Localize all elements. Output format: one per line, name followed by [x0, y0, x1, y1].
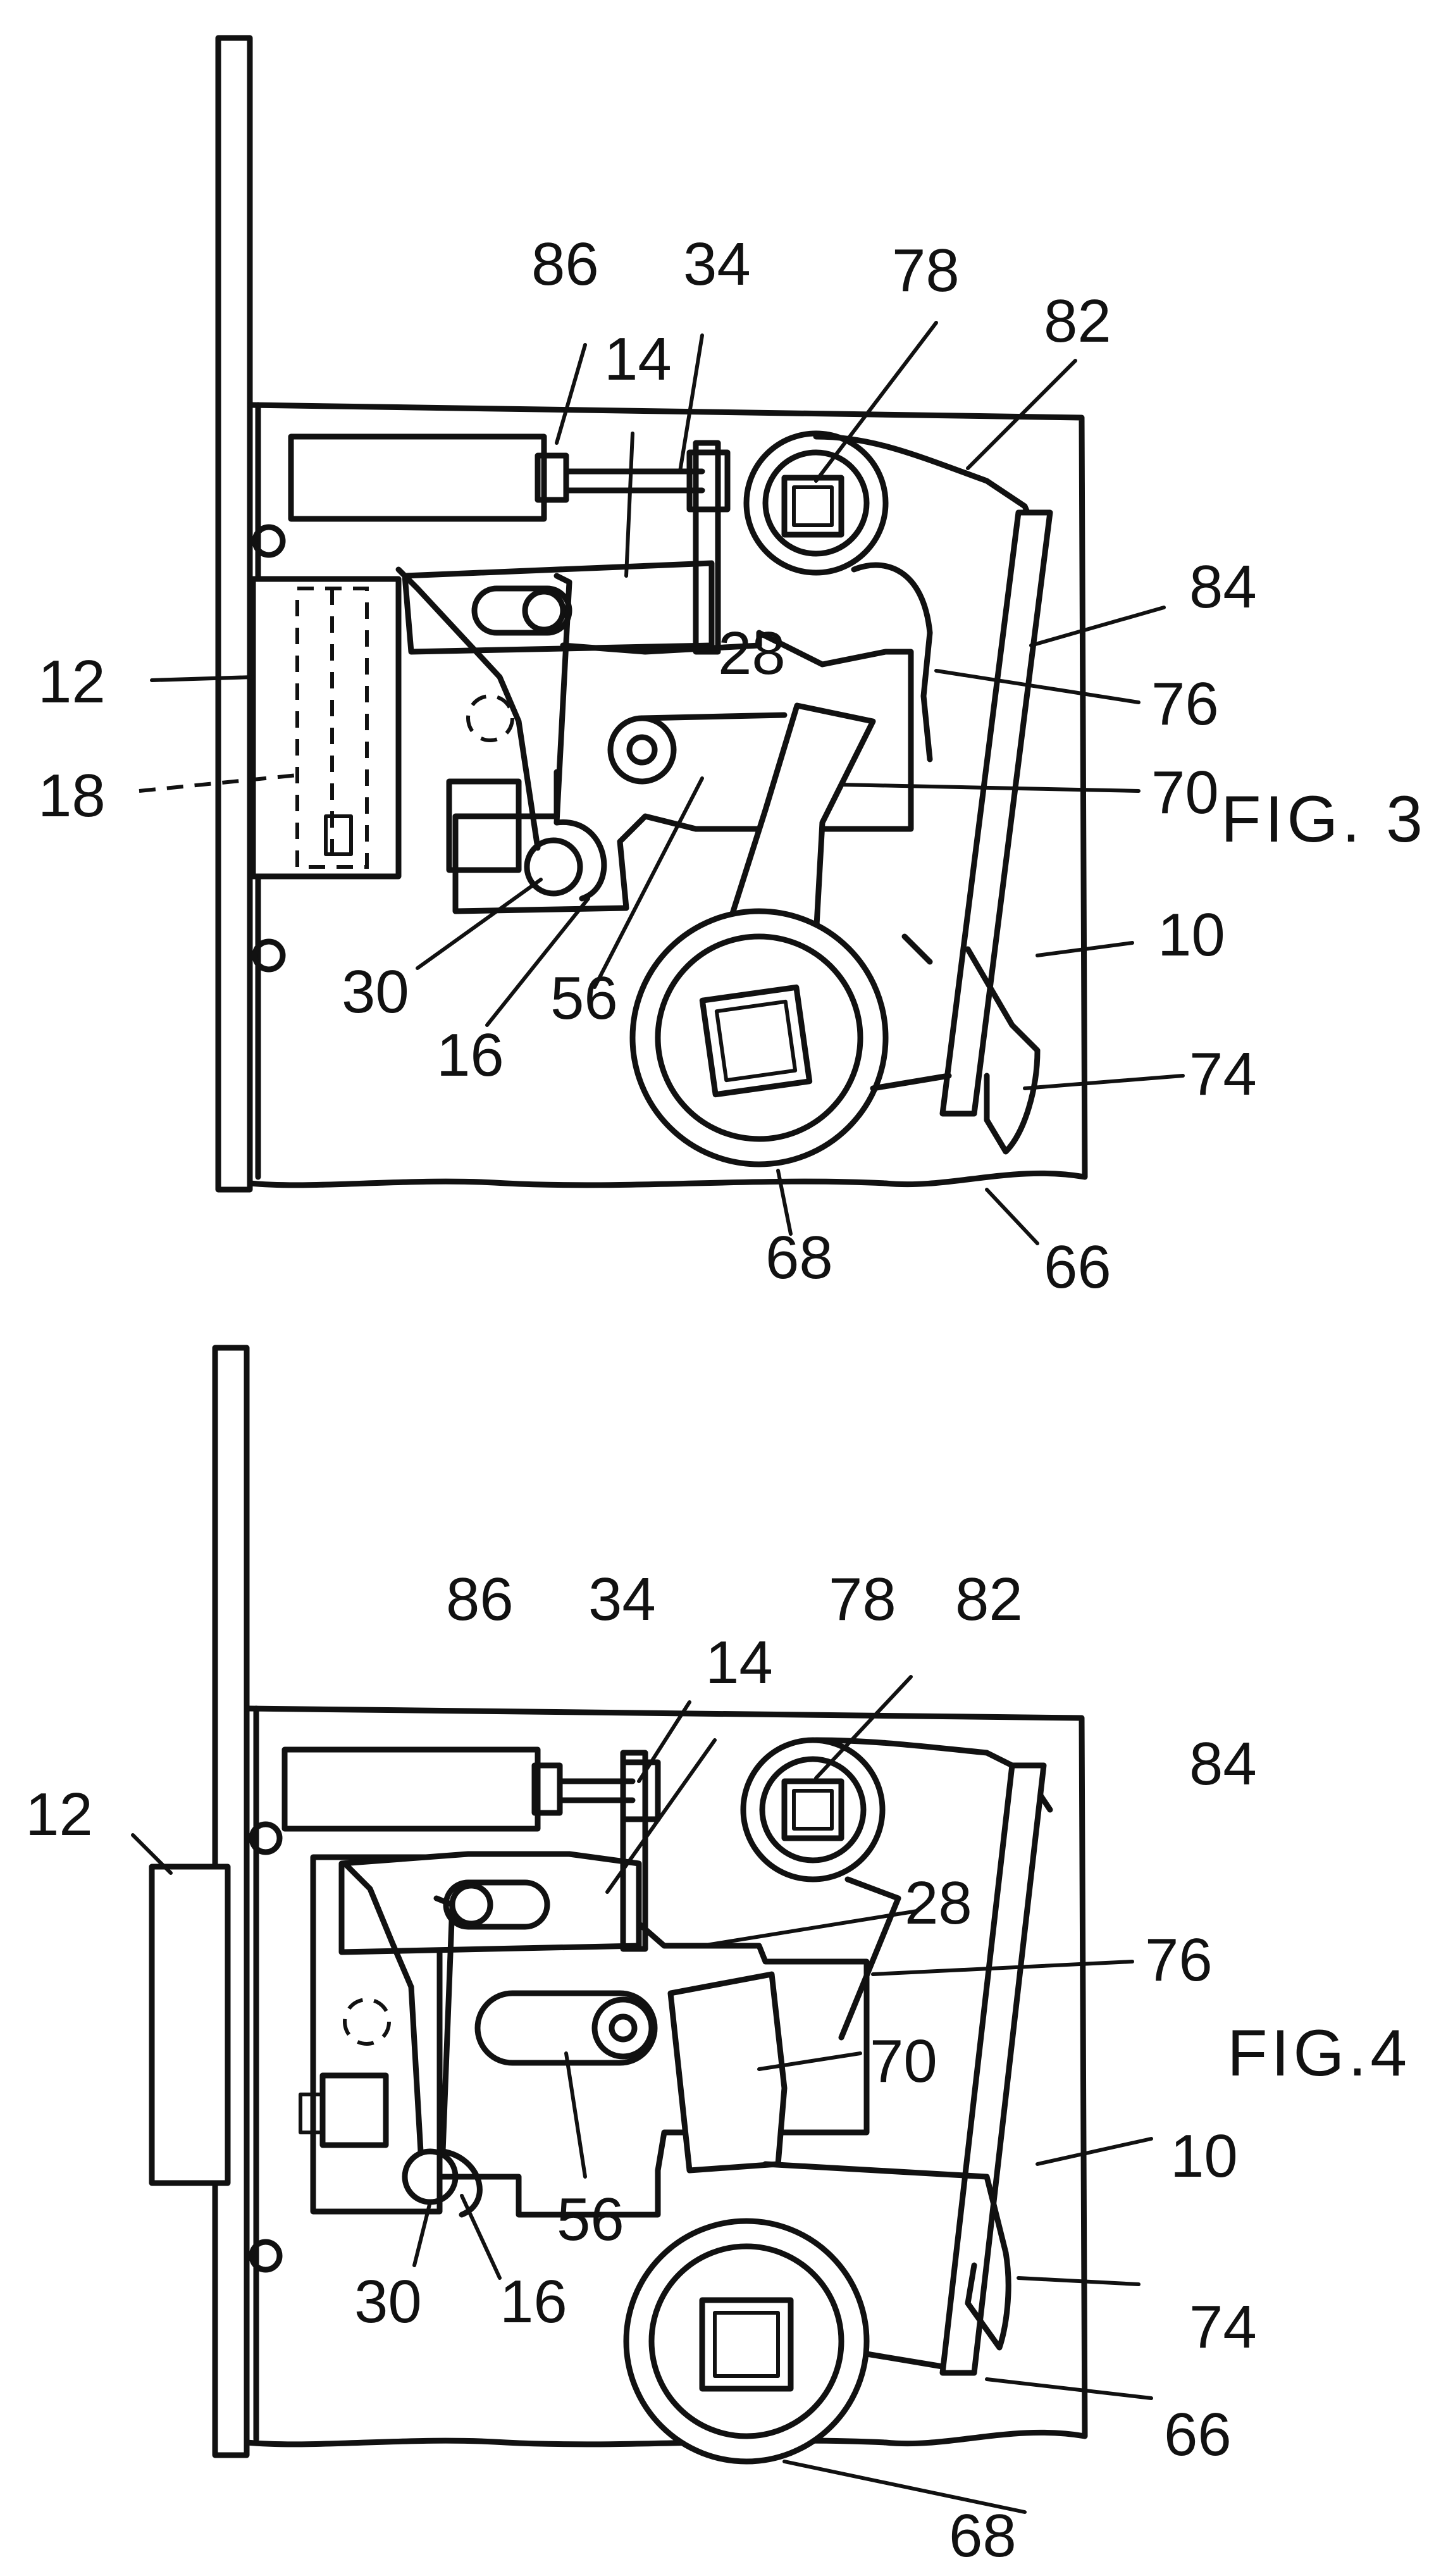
roller: [595, 2000, 652, 2056]
roller-hub: [629, 737, 655, 762]
fig3-label: 10: [1158, 901, 1225, 969]
plunger-collar: [623, 1762, 658, 1819]
fig4-label: 74: [1189, 2293, 1257, 2361]
fig4-label: 10: [1170, 2122, 1238, 2190]
slide-28: [440, 1924, 867, 2215]
fig3-label: 34: [683, 230, 751, 298]
arm-70: [671, 1974, 784, 2170]
roller-link: [642, 715, 784, 718]
fig4-label: 28: [905, 1869, 972, 1937]
lever-84: [943, 513, 1050, 1114]
latch-bolt-12: [152, 1867, 228, 2183]
fig3-label: 86: [531, 230, 599, 298]
fig3-label: 14: [604, 325, 672, 393]
fig3-label: 28: [718, 619, 786, 687]
fig4-label: 76: [1145, 1926, 1213, 1994]
hub-68: [626, 2221, 867, 2461]
fig3-caption: FIG. 3: [1221, 783, 1426, 856]
fig4-label: 12: [25, 1781, 93, 1848]
hub-78-square-inner: [794, 487, 832, 525]
fig3-label: 56: [550, 964, 618, 1032]
fig3-label: 74: [1189, 1040, 1257, 1108]
fig3-label: 68: [765, 1224, 833, 1291]
hub-78-inner: [762, 1759, 863, 1860]
fig3-label: 12: [38, 648, 106, 716]
fig4-label: 16: [500, 2268, 567, 2336]
solenoid-86: [291, 437, 544, 519]
fig3-label: 78: [892, 237, 960, 304]
hub-tangent: [867, 2354, 943, 2367]
hub-68: [633, 911, 886, 1164]
fig4-label: 30: [354, 2268, 422, 2336]
roller-hub: [612, 2017, 634, 2039]
spring-82: [816, 437, 1044, 551]
fig3-label: 18: [38, 762, 106, 830]
fig3-label: 66: [1044, 1233, 1111, 1301]
hidden-pin: [468, 696, 512, 740]
hub-tangent: [873, 1076, 949, 1088]
fig4-label: 66: [1164, 2401, 1232, 2468]
fig3-label: 84: [1189, 553, 1257, 621]
face-plate: [218, 38, 250, 1190]
fig3-label: 82: [1044, 287, 1111, 355]
fig4-label: 14: [705, 1629, 773, 1696]
fig4-label: 84: [1189, 1730, 1257, 1798]
fig4-label: 34: [588, 1565, 656, 1633]
fig4-label: 82: [955, 1565, 1023, 1633]
fig4-caption: FIG.4: [1227, 2017, 1411, 2090]
fig4-label: 70: [870, 2027, 937, 2095]
fig3-label: 70: [1151, 759, 1219, 826]
fig4-label: 86: [446, 1565, 514, 1633]
figure-3: 86 34 78 82 14 84 12 28 76 18 70 10 30 5…: [38, 38, 1426, 1301]
solenoid-86: [285, 1750, 538, 1829]
roller: [610, 718, 674, 781]
hub-78-square-inner: [794, 1791, 832, 1829]
cam-line: [905, 936, 930, 962]
block: [449, 781, 519, 870]
fig3-label: 30: [342, 958, 409, 1026]
fig3-label: 16: [436, 1021, 504, 1089]
spring-76: [841, 1879, 898, 2038]
fig3-label: 76: [1151, 670, 1219, 738]
figure-4: 86 34 78 82 14 84 12 28 76 70 10 56 30 1…: [25, 1348, 1411, 2570]
fig4-label: 68: [949, 2502, 1017, 2570]
fig4-label: 78: [829, 1565, 896, 1633]
fig4-label: 56: [557, 2186, 624, 2253]
lever-84: [943, 1765, 1044, 2373]
hub-78-inner: [765, 452, 867, 554]
